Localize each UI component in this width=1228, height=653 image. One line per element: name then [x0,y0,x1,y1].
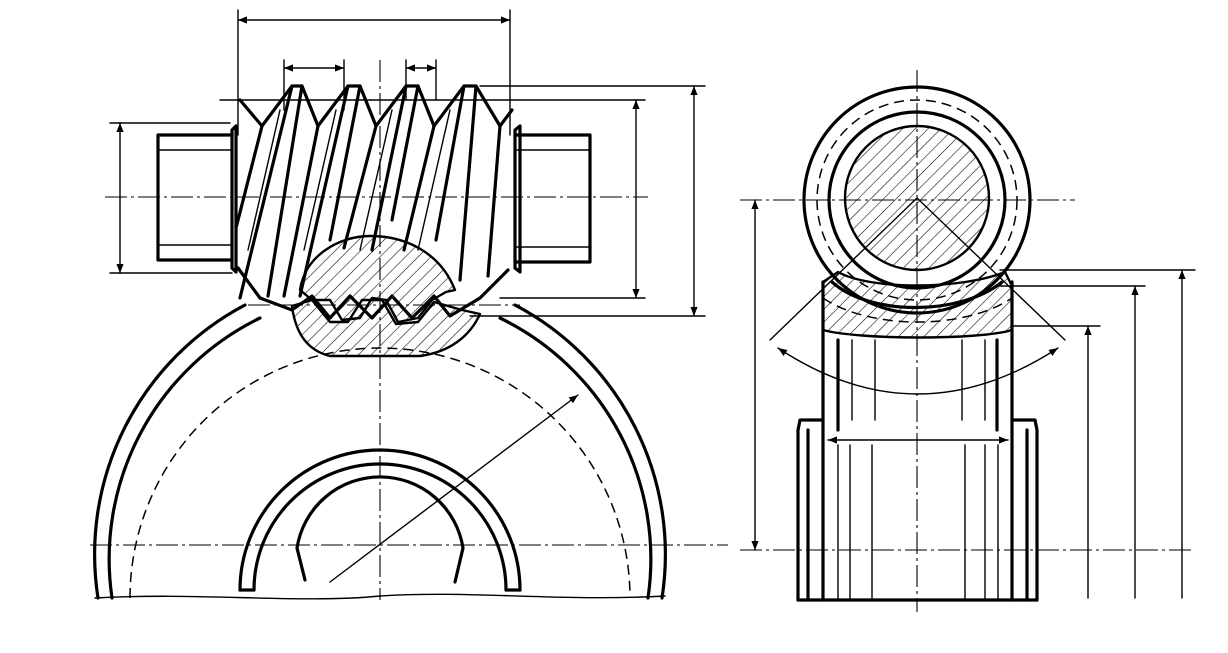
front-dimensions [109,9,706,583]
side-view [740,70,1196,612]
wheel-rim-inner-left [107,316,262,600]
worm-top-profile [238,84,514,128]
front-centerlines [90,60,728,600]
dim-wheel-radius [329,394,579,583]
side-dimensions [751,199,1196,599]
front-view [90,9,728,600]
side-centerlines [740,70,1195,612]
worm-section-hatch [298,234,457,324]
wheel-tooth-section [290,234,482,358]
wheel-outer-rim-left [93,303,247,600]
wheel-section-hatch [290,298,482,358]
dim-face-angle [777,347,1059,395]
shaft-right-end [513,133,592,264]
wheel-outer-rim-right [513,303,667,600]
wheel-rim-inner-right [498,316,653,600]
